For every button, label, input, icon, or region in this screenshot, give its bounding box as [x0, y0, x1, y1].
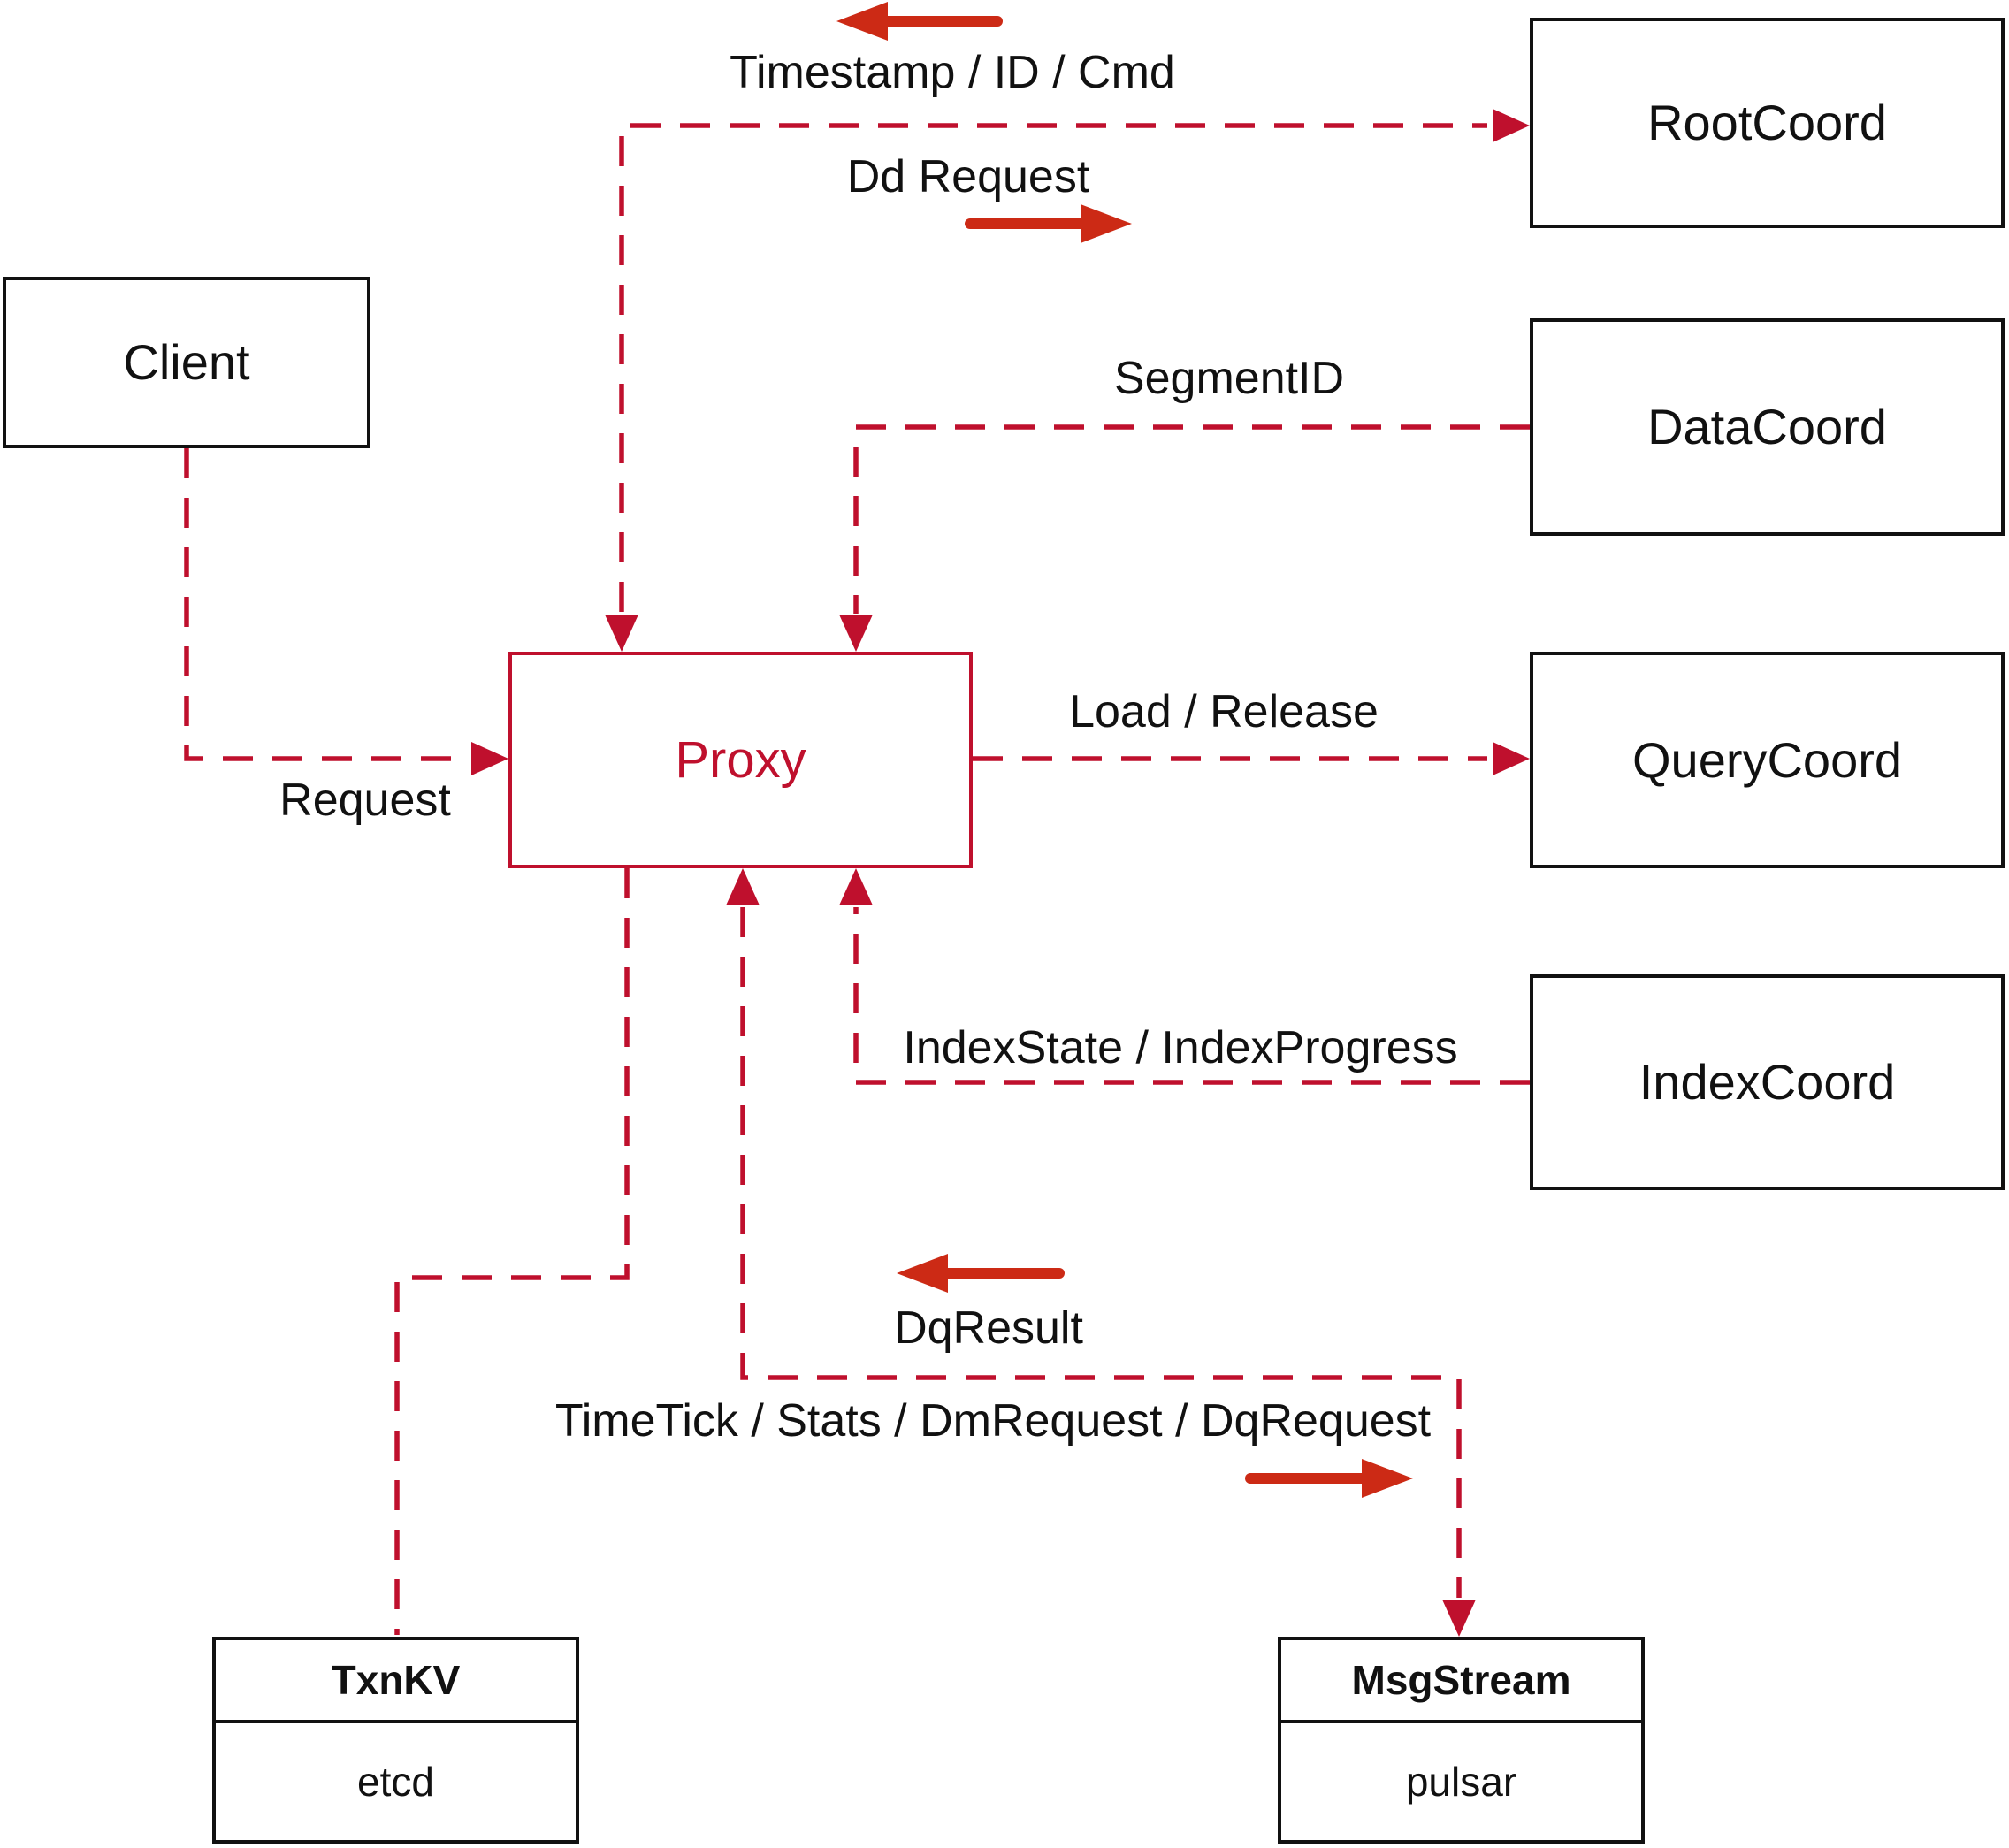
arrowhead-into-querycoord [1493, 742, 1530, 775]
arrowhead-into-proxy-bottom-left [726, 868, 760, 905]
proxy-to-txnkv-connector [394, 868, 630, 1635]
node-proxy-label: Proxy [675, 730, 806, 789]
node-txnkv-subtitle: etcd [357, 1759, 434, 1805]
edge-label-index-state: IndexState / IndexProgress [903, 1022, 1458, 1073]
proxy-msgstream-connector [740, 907, 1462, 1598]
edge-label-timestamp-id-cmd: Timestamp / ID / Cmd [730, 47, 1175, 98]
arrowhead-into-proxy-top-left [605, 615, 638, 652]
node-rootcoord: RootCoord [1530, 18, 2005, 228]
edge-label-load-release: Load / Release [1069, 686, 1379, 737]
edge-label-dd-request: Dd Request [846, 151, 1090, 202]
node-txnkv: TxnKV etcd [212, 1637, 579, 1844]
node-proxy: Proxy [508, 652, 973, 868]
arrowhead-into-proxy-top-right [839, 615, 873, 652]
node-txnkv-title: TxnKV [216, 1640, 576, 1723]
direction-arrowhead-right-dd-request [1081, 204, 1132, 243]
node-msgstream: MsgStream pulsar [1278, 1637, 1645, 1844]
node-msgstream-subtitle: pulsar [1405, 1759, 1517, 1805]
node-indexcoord: IndexCoord [1530, 974, 2005, 1190]
node-rootcoord-label: RootCoord [1647, 95, 1887, 150]
arrowhead-into-proxy-left [471, 742, 508, 775]
direction-arrowhead-right-timetick [1362, 1459, 1413, 1498]
node-client: Client [3, 277, 370, 448]
direction-arrowhead-left-dqresult [897, 1254, 948, 1293]
proxy-rootcoord-connector [619, 123, 1487, 612]
edge-label-dq-result: DqResult [894, 1302, 1083, 1354]
datacoord-to-proxy-connector [853, 424, 1530, 614]
node-querycoord-label: QueryCoord [1631, 731, 1903, 788]
direction-arrowhead-left-timestamp [836, 2, 888, 41]
edge-label-request: Request [279, 775, 451, 826]
arrowhead-into-proxy-bottom-right [839, 868, 873, 905]
edge-label-segment-id: SegmentID [1113, 353, 1345, 404]
node-datacoord: DataCoord [1530, 318, 2005, 536]
client-to-proxy-connector [184, 448, 467, 761]
node-indexcoord-label: IndexCoord [1639, 1054, 1896, 1110]
node-msgstream-title: MsgStream [1281, 1640, 1641, 1723]
arrowhead-into-rootcoord [1493, 109, 1530, 142]
edge-label-timetick: TimeTick / Stats / DmRequest / DqRequest [554, 1395, 1432, 1447]
arrowhead-into-msgstream [1442, 1600, 1476, 1637]
node-querycoord: QueryCoord [1530, 652, 2005, 868]
indexcoord-to-proxy-connector [853, 907, 1530, 1085]
node-client-label: Client [123, 334, 250, 390]
node-datacoord-label: DataCoord [1647, 399, 1887, 454]
